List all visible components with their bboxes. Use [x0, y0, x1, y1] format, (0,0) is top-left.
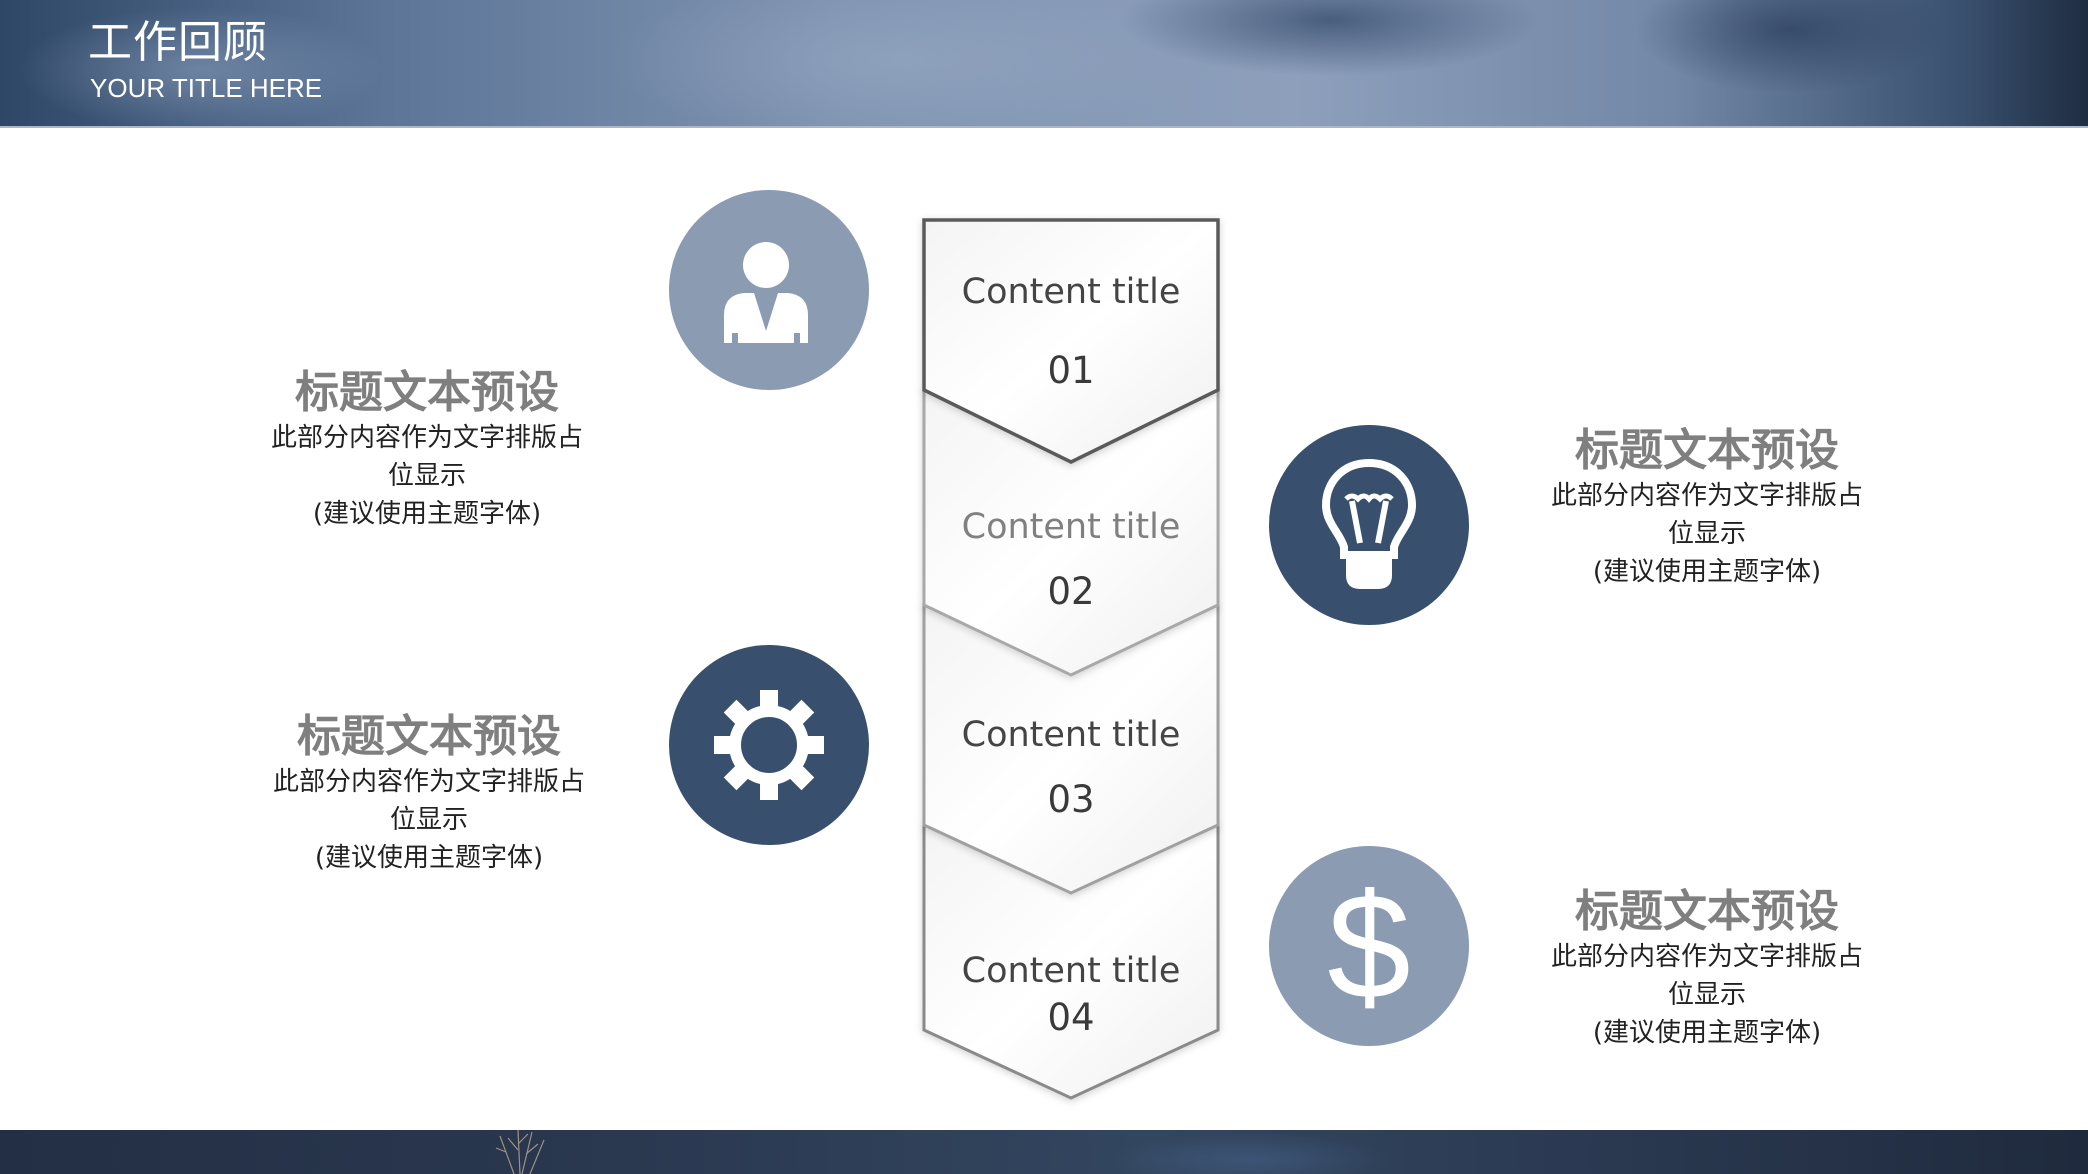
- block-body-line1: 此部分内容作为文字排版占: [270, 423, 583, 453]
- block-body-line2: 位显示: [389, 805, 468, 835]
- gear-circle: [669, 645, 869, 845]
- step-1-number: 01: [1047, 349, 1095, 392]
- grass-decoration: [495, 1130, 545, 1174]
- person-circle: [669, 190, 869, 390]
- text-block-right-top: 标题文本预设 此部分内容作为文字排版占 位显示 (建议使用主题字体): [1527, 425, 1887, 591]
- block-body-line3: (建议使用主题字体): [1592, 557, 1822, 587]
- block-body-line2: 位显示: [387, 461, 466, 491]
- step-1-title: Content title: [961, 272, 1181, 312]
- gear-icon: [714, 690, 824, 800]
- chevron-step-1: [922, 218, 1220, 464]
- lightbulb-circle: [1269, 425, 1469, 625]
- block-body-line1: 此部分内容作为文字排版占: [272, 767, 585, 797]
- block-body-line1: 此部分内容作为文字排版占: [1550, 481, 1863, 511]
- dollar-circle: $: [1269, 846, 1469, 1046]
- step-4-number: 04: [1047, 996, 1095, 1039]
- block-heading: 标题文本预设: [295, 367, 559, 418]
- step-3-number: 03: [1047, 778, 1095, 821]
- text-block-left-top: 标题文本预设 此部分内容作为文字排版占 位显示 (建议使用主题字体): [247, 367, 607, 533]
- header-banner: 工作回顾 YOUR TITLE HERE: [0, 0, 2088, 128]
- step-3-title: Content title: [961, 715, 1181, 755]
- lightbulb-icon: [1321, 458, 1417, 589]
- dollar-icon: $: [1327, 862, 1411, 1030]
- person-icon: [724, 242, 808, 343]
- step-2-number: 02: [1047, 570, 1095, 613]
- block-body-line2: 位显示: [1667, 519, 1746, 549]
- text-block-right-bottom: 标题文本预设 此部分内容作为文字排版占 位显示 (建议使用主题字体): [1527, 886, 1887, 1052]
- block-body-line3: (建议使用主题字体): [1592, 1018, 1822, 1048]
- block-body-line1: 此部分内容作为文字排版占: [1550, 942, 1863, 972]
- block-heading: 标题文本预设: [1575, 886, 1839, 937]
- block-body-line2: 位显示: [1667, 980, 1746, 1010]
- block-heading: 标题文本预设: [297, 711, 561, 762]
- step-4-title: Content title: [961, 951, 1181, 991]
- footer-banner: [0, 1130, 2088, 1174]
- block-body-line3: (建议使用主题字体): [312, 499, 542, 529]
- step-2-title: Content title: [961, 507, 1181, 547]
- text-block-left-bottom: 标题文本预设 此部分内容作为文字排版占 位显示 (建议使用主题字体): [249, 711, 609, 877]
- block-body-line3: (建议使用主题字体): [314, 843, 544, 873]
- page-subtitle: YOUR TITLE HERE: [90, 73, 323, 103]
- page-title: 工作回顾: [88, 17, 268, 68]
- block-heading: 标题文本预设: [1575, 425, 1839, 476]
